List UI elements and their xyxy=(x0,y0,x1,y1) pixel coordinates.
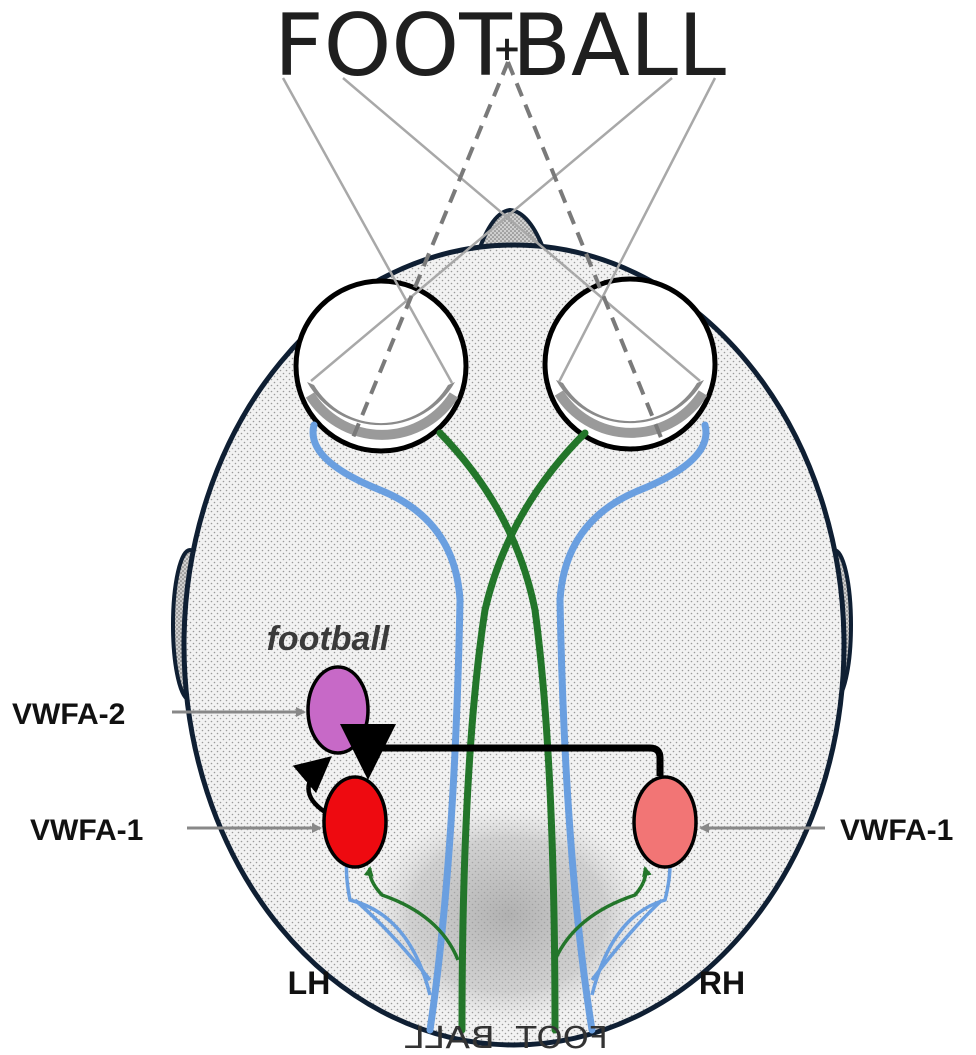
vwfa2-label: VWFA-2 xyxy=(12,698,125,731)
right-hemisphere-label: RH xyxy=(699,965,745,1001)
mirrored-word-foot: FOOT xyxy=(515,1021,608,1055)
visual-cortex-region xyxy=(368,805,648,1025)
word-label: football xyxy=(267,620,391,658)
vwfa-2-left xyxy=(308,667,368,753)
vwfa-1-left xyxy=(324,777,386,867)
left-hemisphere-label: LH xyxy=(288,965,331,1001)
vwfa1-left-label: VWFA-1 xyxy=(30,814,143,847)
vwfa1-right-label: VWFA-1 xyxy=(840,814,953,847)
vwfa-1-right xyxy=(634,777,696,867)
mirrored-word-ball: BALL xyxy=(405,1021,495,1055)
